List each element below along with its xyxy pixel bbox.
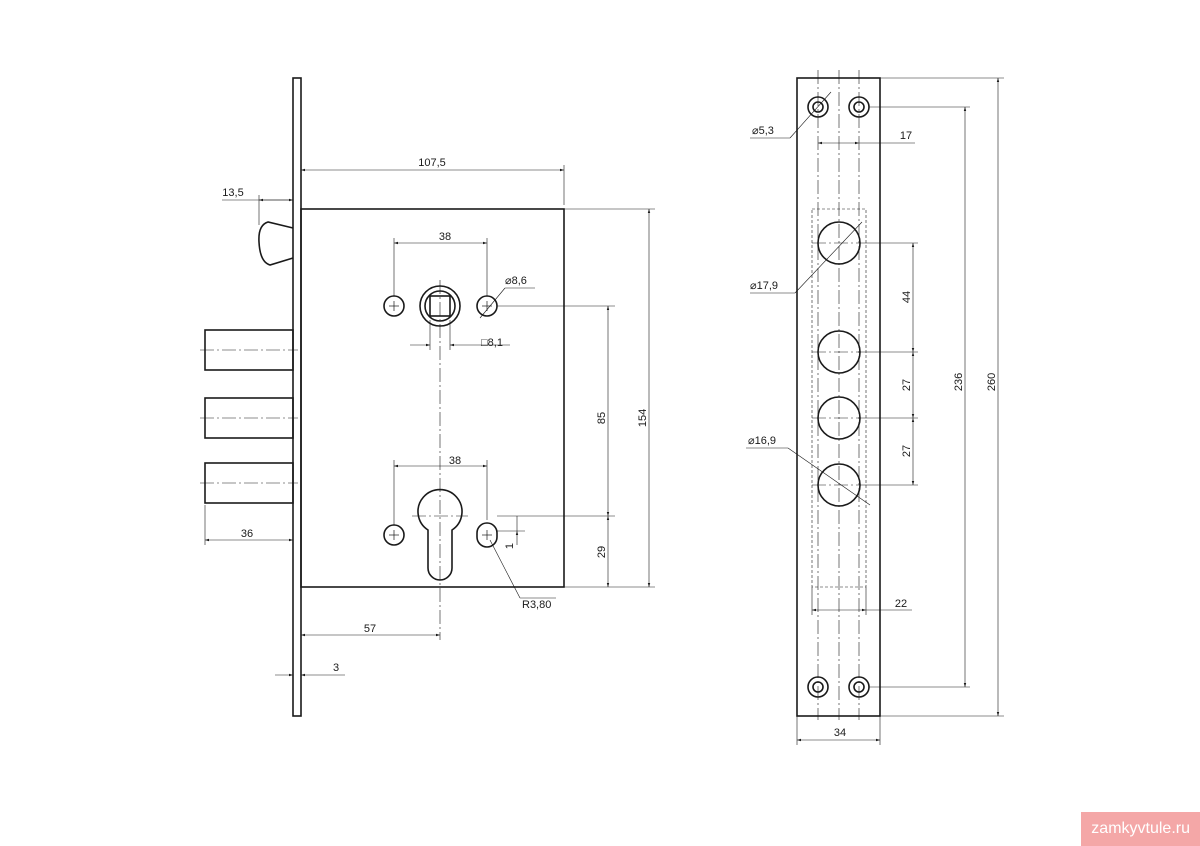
dim-bolt-pitch-3: 27 (901, 445, 913, 457)
front-faceplate (292, 77, 302, 717)
front-view: 107,5 13,5 38 ⌀8,6 □8,1 85 154 (200, 77, 655, 717)
dim-spindle-to-cylinder: 85 (596, 412, 608, 424)
dim-spindle-square: □8,1 (481, 337, 503, 349)
dim-case-height: 154 (637, 409, 649, 427)
side-faceplate (796, 77, 881, 717)
dim-backset: 57 (364, 623, 376, 635)
side-view: ⌀5,3 17 ⌀17,9 44 27 27 ⌀16,9 236 260 (746, 70, 1004, 745)
side-screw-hole-top-right-inner (853, 101, 865, 113)
cylinder-cutout (417, 488, 463, 581)
dim-cylinder-spacing: 38 (449, 455, 461, 467)
bolt-slot-outline (811, 208, 867, 588)
side-screw-hole-bottom-right-inner (853, 681, 865, 693)
dim-side-slot-offset: 22 (895, 598, 907, 610)
dim-latch-projection: 13,5 (222, 187, 243, 199)
side-screw-hole-top-left-outer (807, 96, 829, 118)
dim-bolt-pitch-1: 44 (901, 291, 913, 303)
dim-bolt-projection: 36 (241, 528, 253, 540)
latch-bolt (258, 221, 294, 266)
dim-cylinder-radius: R3,80 (522, 599, 551, 611)
dim-faceplate-thickness: 3 (333, 662, 339, 674)
screw-slot-bottom-right (476, 522, 498, 548)
dim-offset-small: 1 (504, 543, 516, 549)
dim-cylinder-from-bottom: 29 (596, 546, 608, 558)
dim-bolt-pitch-2: 27 (901, 379, 913, 391)
dim-side-screw-spacing: 17 (900, 130, 912, 142)
dim-side-faceplate-width: 34 (834, 727, 846, 739)
watermark-badge: zamkyvtule.ru (1081, 812, 1200, 846)
lock-case (300, 208, 565, 588)
dim-screw-hole-dia: ⌀8,6 (505, 275, 527, 287)
side-screw-hole-bottom-left-inner (812, 681, 824, 693)
dim-side-screw-hole-dia: ⌀5,3 (752, 125, 774, 137)
dim-side-bolt-hole-dia: ⌀16,9 (748, 435, 776, 447)
dim-spindle-spacing-top: 38 (439, 231, 451, 243)
dim-side-holes-spacing: 236 (953, 373, 965, 391)
dim-backset-width: 107,5 (418, 157, 446, 169)
side-screw-hole-bottom-left-outer (807, 676, 829, 698)
side-screw-hole-top-left-inner (812, 101, 824, 113)
dim-side-latch-hole-dia: ⌀17,9 (750, 280, 778, 292)
dim-side-faceplate-length: 260 (986, 373, 998, 391)
